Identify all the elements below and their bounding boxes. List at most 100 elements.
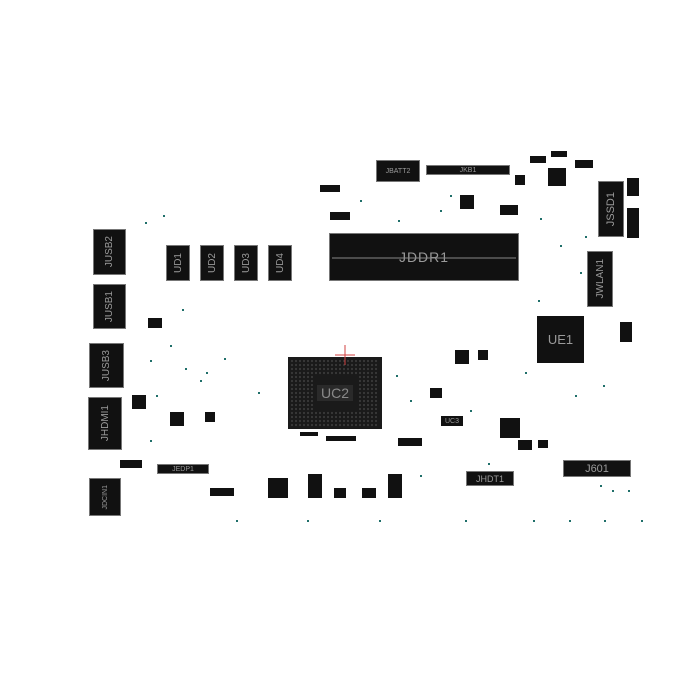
cpu-ball xyxy=(374,371,378,375)
connector-jhdt1: JHDT1 xyxy=(466,471,514,486)
cpu-ball xyxy=(374,407,378,411)
pad xyxy=(604,520,606,522)
cpu-ball xyxy=(290,359,294,363)
cpu-ball xyxy=(290,363,294,367)
cpu-ball xyxy=(374,403,378,407)
cpu-ball xyxy=(374,419,378,423)
cpu-ball xyxy=(354,423,358,427)
connector-jkb1: JKB1 xyxy=(426,165,510,175)
cpu-ball xyxy=(298,383,302,387)
cpu-ball xyxy=(370,395,374,399)
pad xyxy=(488,463,490,465)
pad xyxy=(470,410,472,412)
cpu-ball xyxy=(326,423,330,427)
cpu-ball xyxy=(358,391,362,395)
cpu-ball xyxy=(290,391,294,395)
cpu-ball xyxy=(346,371,350,375)
cpu-ball xyxy=(358,395,362,399)
cpu-ball xyxy=(306,403,310,407)
cpu-ball xyxy=(310,411,314,415)
jbatt2-label: JBATT2 xyxy=(385,167,411,175)
cpu-ball xyxy=(298,419,302,423)
cpu-ball xyxy=(330,415,334,419)
cpu-ball xyxy=(298,415,302,419)
pad xyxy=(585,236,587,238)
cpu-ball xyxy=(370,383,374,387)
connector-jssd1: JSSD1 xyxy=(598,181,624,237)
cpu-ball xyxy=(338,371,342,375)
cpu-ball xyxy=(302,371,306,375)
cpu-ball xyxy=(326,371,330,375)
cpu-ball xyxy=(306,411,310,415)
connector-jusb3: JUSB3 xyxy=(89,343,124,388)
cpu-ball xyxy=(306,415,310,419)
cpu-ball xyxy=(314,411,318,415)
cpu-ball xyxy=(318,371,322,375)
pad xyxy=(525,372,527,374)
chip-ud2: UD2 xyxy=(200,245,224,281)
cpu-ball xyxy=(318,415,322,419)
cpu-ball xyxy=(342,419,346,423)
crosshair-marker xyxy=(335,345,355,365)
cpu-ball xyxy=(306,407,310,411)
cpu-ball xyxy=(358,415,362,419)
cpu-ball xyxy=(298,371,302,375)
connector-jbatt2: JBATT2 xyxy=(376,160,420,182)
cpu-ball xyxy=(314,423,318,427)
cpu-ball xyxy=(370,367,374,371)
cpu-ball xyxy=(374,359,378,363)
cpu-ball xyxy=(326,359,330,363)
cpu-ball xyxy=(374,367,378,371)
cpu-ball xyxy=(362,391,366,395)
cpu-ball xyxy=(370,375,374,379)
cpu-ball xyxy=(310,359,314,363)
cpu-ball xyxy=(294,375,298,379)
cpu-ball xyxy=(358,403,362,407)
cpu-ball xyxy=(294,359,298,363)
small-parts xyxy=(120,151,639,498)
cpu-ball xyxy=(318,423,322,427)
pad xyxy=(200,380,202,382)
cpu-ball xyxy=(346,411,350,415)
cpu-ball xyxy=(302,383,306,387)
cpu-ball xyxy=(294,403,298,407)
cpu-ball xyxy=(306,419,310,423)
cpu-ball xyxy=(358,407,362,411)
cpu-ball xyxy=(314,359,318,363)
cpu-ball xyxy=(366,411,370,415)
cpu-ball xyxy=(310,363,314,367)
cpu-ball xyxy=(298,399,302,403)
cpu-ball xyxy=(362,411,366,415)
uc2-label: UC2 xyxy=(316,385,353,401)
cpu-ball xyxy=(354,415,358,419)
cpu-ball xyxy=(310,383,314,387)
cpu-ball xyxy=(366,383,370,387)
connector-jddr1: JDDR1 xyxy=(329,233,519,281)
cpu-ball xyxy=(374,383,378,387)
cpu-ball xyxy=(362,415,366,419)
cpu-ball xyxy=(350,419,354,423)
cpu-ball xyxy=(298,379,302,383)
cpu-ball xyxy=(290,403,294,407)
cpu-ball xyxy=(310,403,314,407)
connector-jusb1: JUSB1 xyxy=(93,284,126,329)
cpu-ball xyxy=(362,375,366,379)
cpu-ball xyxy=(362,383,366,387)
cpu-ball xyxy=(302,403,306,407)
cpu-ball xyxy=(338,411,342,415)
cpu-ball xyxy=(370,379,374,383)
cpu-ball xyxy=(350,415,354,419)
cpu-ball xyxy=(358,411,362,415)
cpu-ball xyxy=(338,363,342,367)
cpu-ball xyxy=(326,363,330,367)
cpu-ball xyxy=(370,399,374,403)
cpu-ball xyxy=(346,419,350,423)
cpu-ball xyxy=(358,375,362,379)
cpu-ball xyxy=(310,399,314,403)
cpu-ball xyxy=(318,363,322,367)
cpu-ball xyxy=(302,375,306,379)
cpu-ball xyxy=(310,367,314,371)
pad xyxy=(258,392,260,394)
pad xyxy=(396,375,398,377)
